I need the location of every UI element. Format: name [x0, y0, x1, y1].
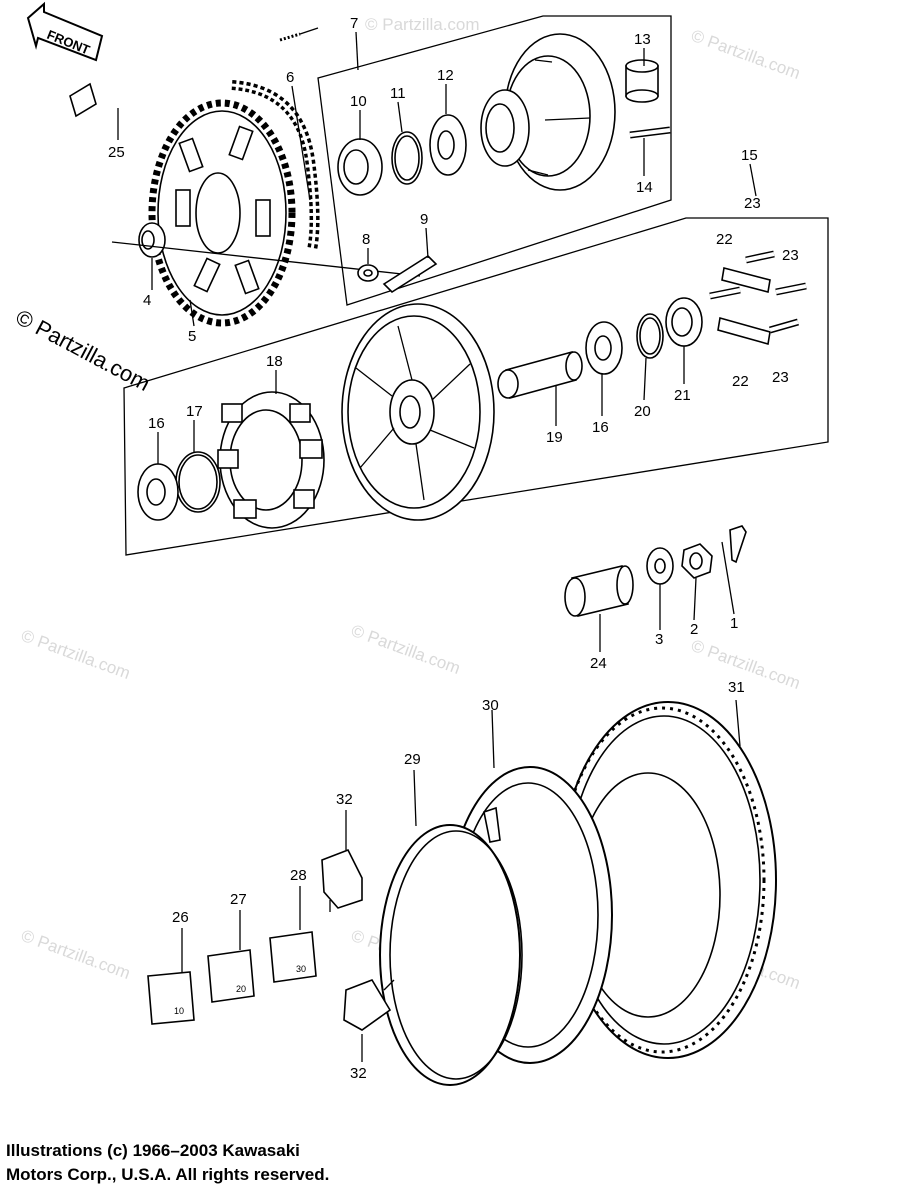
hub-bearing-12: [429, 114, 467, 176]
callout-32-top: 32: [336, 791, 353, 808]
balance-weight-top: [321, 848, 363, 912]
oil-seal: [337, 138, 383, 196]
wheel-weight-30: 30: [269, 931, 317, 983]
callout-31: 31: [728, 679, 745, 696]
watermark-faint: © Partzilla.com: [19, 926, 133, 983]
copyright-line-1: Illustrations (c) 1966–2003 Kawasaki: [6, 1141, 300, 1160]
weight-30-label: 30: [296, 964, 306, 974]
bolt-23c: [769, 318, 799, 334]
hub-collar: [625, 59, 659, 103]
front-arrow-icon: FRONT: [26, 1, 104, 62]
callout-19: 19: [546, 429, 563, 446]
callout-7: 7: [350, 15, 358, 32]
callout-23-right: 23: [782, 247, 799, 264]
callout-11: 11: [390, 85, 406, 102]
callout-14: 14: [636, 179, 653, 196]
o-ring: [175, 451, 221, 513]
bolt-23b: [775, 282, 807, 296]
watermark-faint: © Partzilla.com: [365, 15, 480, 34]
watermark-faint: © Partzilla.com: [689, 636, 803, 693]
cotter-pin: [729, 525, 747, 564]
leader-lines: [117, 31, 757, 1062]
callout-28: 28: [290, 867, 307, 884]
lock-washer: [382, 254, 438, 294]
wheel-weight-20: 20: [207, 949, 255, 1003]
callout-3: 3: [655, 631, 663, 648]
bolt-23a: [745, 250, 775, 264]
callout-22-bottom: 22: [732, 373, 749, 390]
callout-9: 9: [420, 211, 428, 228]
callout-8: 8: [362, 231, 370, 248]
drive-chain: [231, 80, 320, 251]
callout-5: 5: [188, 328, 196, 345]
rear-tire: [558, 701, 777, 1059]
wheel-spacer: [497, 350, 583, 400]
balance-weight-bottom: [343, 979, 395, 1031]
wheel-oil-seal: [665, 297, 703, 347]
rear-wheel-rim: [341, 303, 495, 521]
sprocket-hub: [480, 33, 616, 191]
sprocket-collar: [138, 222, 166, 258]
callout-30: 30: [482, 697, 499, 714]
watermark-main: © Partzilla.com: [12, 304, 155, 396]
hub-stud: [629, 126, 671, 139]
watermark-faint: © Partzilla.com: [349, 621, 463, 678]
watermark-faint: © Partzilla.com: [19, 626, 133, 683]
callout-labels: 1 2 3 4 5 6 7 8 9 10 11 12 13 14 15 16 1…: [108, 15, 799, 1082]
wheel-bearing-right: [585, 321, 623, 375]
bolt-23d: [709, 286, 741, 300]
callout-25: 25: [108, 144, 125, 161]
weight-10-label: 10: [174, 1006, 184, 1016]
callout-17: 17: [186, 403, 203, 420]
callout-13: 13: [634, 31, 651, 48]
weight-20-label: 20: [236, 984, 246, 994]
callout-1: 1: [730, 615, 738, 632]
copyright-line-2: Motors Corp., U.S.A. All rights reserved…: [6, 1165, 330, 1184]
wheel-weight-10: 10: [147, 971, 195, 1025]
callout-27: 27: [230, 891, 247, 908]
callout-23-bottom: 23: [772, 369, 789, 386]
callout-22-top: 22: [716, 231, 733, 248]
callout-6: 6: [286, 69, 294, 86]
wheel-bearing-left: [137, 463, 179, 521]
callout-18: 18: [266, 353, 283, 370]
hub-damper: [217, 391, 325, 529]
callout-26: 26: [172, 909, 189, 926]
callout-23-top: 23: [744, 195, 761, 212]
callout-10: 10: [350, 93, 367, 110]
rear-axle: [69, 27, 319, 118]
circlip: [391, 131, 423, 185]
callout-15: 15: [741, 147, 758, 164]
callout-16-right: 16: [592, 419, 609, 436]
lock-plate-upper: [721, 267, 771, 293]
sprocket-nut: [357, 264, 379, 282]
wheel-circlip: [636, 313, 664, 359]
callout-4: 4: [143, 292, 151, 309]
callout-21: 21: [674, 387, 691, 404]
callout-12: 12: [437, 67, 454, 84]
rear-sprocket: [148, 99, 296, 327]
axle-washer: [646, 547, 674, 585]
rim-band: [379, 824, 523, 1086]
axle-collar: [564, 565, 634, 617]
lock-plate-lower: [717, 316, 771, 346]
callout-32-bottom: 32: [350, 1065, 367, 1082]
callout-20: 20: [634, 403, 651, 420]
wheel-assembly-box: [123, 217, 829, 556]
callout-24: 24: [590, 655, 607, 672]
copyright-notice: Illustrations (c) 1966–2003 Kawasaki Mot…: [6, 1139, 606, 1187]
callout-16-left: 16: [148, 415, 165, 432]
axle-nut: [681, 543, 713, 579]
watermark-faint: © Partzilla.com: [689, 26, 803, 83]
callout-29: 29: [404, 751, 421, 768]
callout-2: 2: [690, 621, 698, 638]
